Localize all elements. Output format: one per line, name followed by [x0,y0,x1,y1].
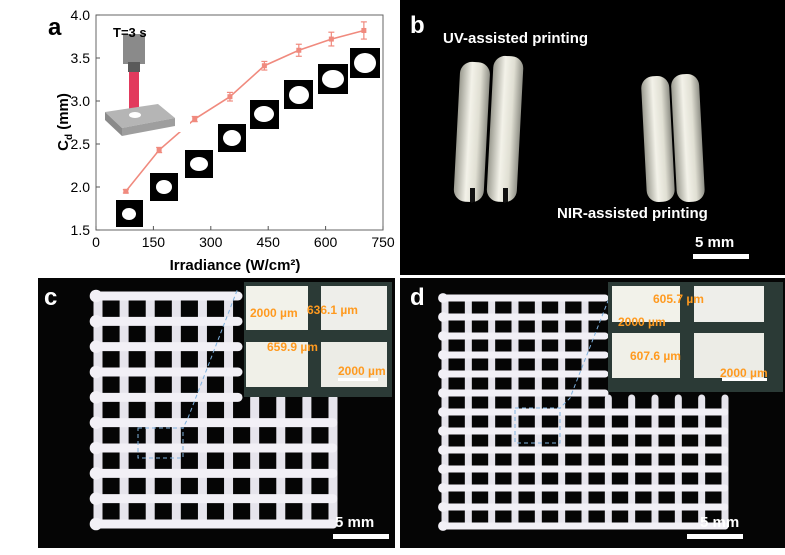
data-point [328,36,334,42]
x-axis-label: Irradiance (W/cm²) [170,257,301,274]
panel-d: d 605.7 µm 2000 µm 607.6 µm 2000 µm 5 mm [400,278,785,548]
x-tick-label: 450 [257,234,281,250]
y-axis-label: Cd (mm) [55,93,75,151]
inset-measure-4: 2000 µm [720,366,768,380]
y-tick-label: 2.5 [71,136,91,152]
data-point [227,94,233,100]
x-tick-label: 150 [142,234,166,250]
lattice-photo-c [89,282,392,539]
uv-rods [453,55,524,203]
printer-illustration [105,20,190,136]
y-tick-label: 3.0 [71,93,91,109]
inset-measure-3: 659.9 µm [267,340,318,354]
y-ticks: 1.5 2.0 2.5 3.0 3.5 4.0 [71,7,100,238]
panel-b-letter: b [410,12,425,39]
x-tick-label: 0 [92,234,100,250]
scale-label: 5 mm [700,514,740,531]
scale-bar [333,534,389,539]
zoom-inset-c [244,282,392,397]
inset-measure-1: 605.7 µm [653,292,704,306]
data-point [361,27,367,33]
droplet-images [116,48,380,227]
plot-frame [95,14,384,231]
inset-measure-3: 607.6 µm [630,349,681,363]
y-tick-label: 4.0 [71,7,91,23]
y-tick-label: 1.5 [71,222,91,238]
data-point [296,47,302,53]
inset-label: T=3 s [113,25,147,40]
irradiance-chart: 0 150 300 450 600 750 1.5 2.0 2.5 3.0 3.5 4.0 T=3 … [55,7,395,274]
uv-label: UV-assisted printing [443,30,589,47]
scale-bar [693,254,749,259]
inset-measure-1: 636.1 µm [307,303,358,317]
inset-measure-4: 2000 µm [338,364,386,378]
nir-rods [641,73,705,203]
inset-measure-2: 2000 µm [618,315,666,329]
lattice-photo-d [438,282,783,539]
data-series [122,21,367,194]
data-point [261,63,267,69]
zoom-inset-d [608,282,783,392]
rods-photo [453,55,749,259]
panel-c: c 636.1 µm 2000 µm 659.9 µm 2000 µm 5 mm [38,278,395,548]
panel-b: b UV-assisted printing NIR-assisted prin… [400,0,785,275]
series-line [125,29,365,192]
scale-label: 5 mm [695,234,735,251]
panel-d-letter: d [410,284,425,311]
panel-c-letter: c [44,284,58,311]
x-ticks: 0 150 300 450 600 750 [92,226,395,250]
y-tick-label: 2.0 [71,179,91,195]
data-point [123,188,129,194]
y-tick-label: 3.5 [71,50,91,66]
scale-label: 5 mm [335,514,375,531]
x-tick-label: 600 [314,234,338,250]
x-tick-label: 300 [199,234,223,250]
nir-label: NIR-assisted printing [557,205,708,222]
data-point [192,116,198,122]
inset-measure-2: 2000 µm [250,306,298,320]
scale-bar [687,534,743,539]
x-tick-label: 750 [371,234,395,250]
panel-a: a 0 150 300 450 600 750 1.5 2.0 2.5 3.0 3.5 4.0 T=… [0,0,400,275]
panel-a-letter: a [48,14,62,41]
data-point [156,147,162,153]
